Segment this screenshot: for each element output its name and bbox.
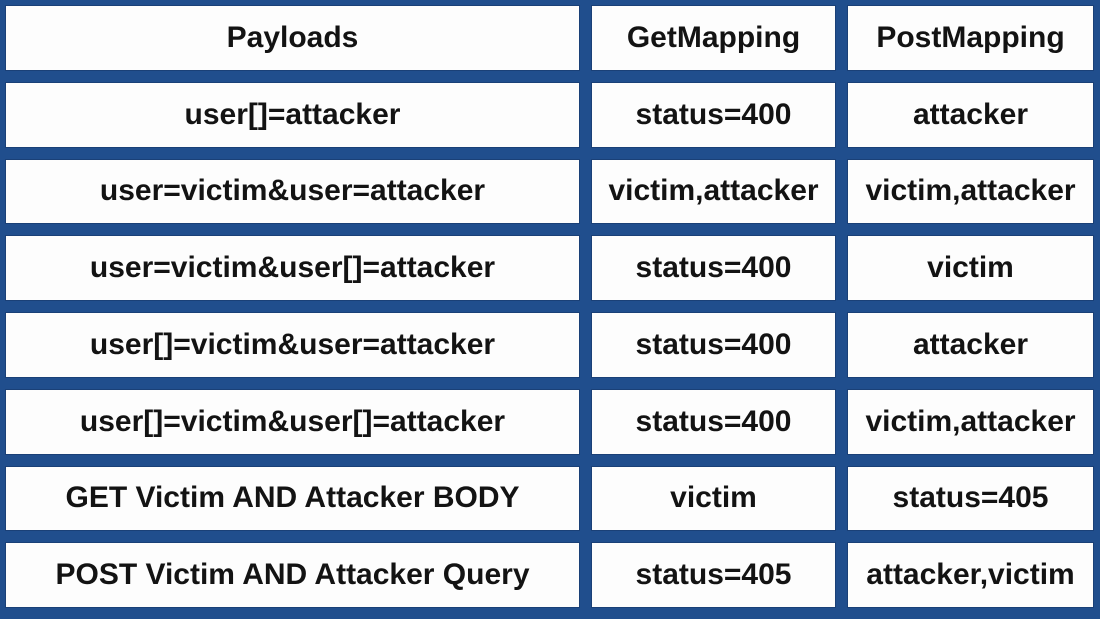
table-cell-getmapping: victim: [591, 465, 836, 532]
table-cell-payload: user=victim&user[]=attacker: [5, 235, 580, 301]
table-cell-getmapping: status=400: [591, 235, 836, 301]
column-header-payloads: Payloads: [5, 5, 580, 71]
table-cell-postmapping: victim,attacker: [847, 158, 1094, 225]
table-cell-payload: user=victim&user=attacker: [5, 158, 580, 225]
column-header-getmapping: GetMapping: [591, 5, 836, 71]
table-cell-postmapping: victim: [847, 235, 1094, 301]
table-cell-payload: user[]=victim&user=attacker: [5, 312, 580, 378]
table-cell-postmapping: attacker: [847, 81, 1094, 148]
table-cell-payload: user[]=attacker: [5, 81, 580, 148]
table-cell-postmapping: attacker: [847, 312, 1094, 378]
table-cell-postmapping: victim,attacker: [847, 388, 1094, 455]
table-cell-getmapping: status=400: [591, 81, 836, 148]
column-header-postmapping: PostMapping: [847, 5, 1094, 71]
table-cell-postmapping: attacker,victim: [847, 542, 1094, 608]
table-cell-getmapping: status=400: [591, 388, 836, 455]
table-cell-getmapping: victim,attacker: [591, 158, 836, 225]
table-cell-payload: POST Victim AND Attacker Query: [5, 542, 580, 608]
table-cell-payload: user[]=victim&user[]=attacker: [5, 388, 580, 455]
table-cell-postmapping: status=405: [847, 465, 1094, 532]
table-cell-getmapping: status=405: [591, 542, 836, 608]
table-cell-getmapping: status=400: [591, 312, 836, 378]
table-cell-payload: GET Victim AND Attacker BODY: [5, 465, 580, 532]
